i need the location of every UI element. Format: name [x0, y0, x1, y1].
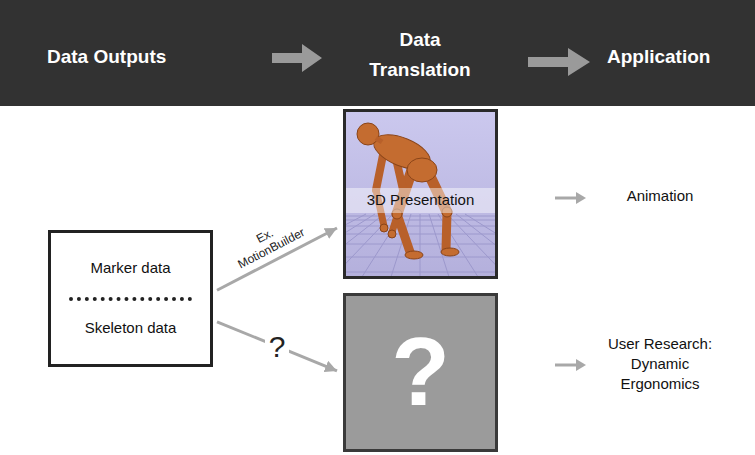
box-text: 3D Presentation: [346, 191, 495, 209]
column-heading: Data Outputs: [47, 42, 217, 72]
edge-label: ?: [265, 329, 289, 364]
header-arrow: [528, 48, 590, 76]
column-heading: Application: [607, 42, 747, 72]
header-arrow: [272, 44, 322, 72]
application-label: User Research: Dynamic Ergonomics: [600, 334, 720, 394]
presentation-box: 3D Presentation: [343, 109, 498, 279]
column-heading: Data Translation: [360, 25, 480, 85]
data-output-box: Marker dataSkeleton data: [48, 230, 213, 367]
unknown-box: ?: [343, 293, 498, 452]
mannequin-render: [346, 112, 495, 276]
box-text: Skeleton data: [51, 319, 210, 337]
connector-arrow: [217, 322, 337, 371]
dotted-divider: [69, 297, 192, 301]
box-text: Marker data: [51, 259, 210, 277]
application-label: Animation: [600, 186, 720, 206]
application-arrow: [555, 192, 586, 371]
question-mark: ?: [346, 314, 495, 429]
